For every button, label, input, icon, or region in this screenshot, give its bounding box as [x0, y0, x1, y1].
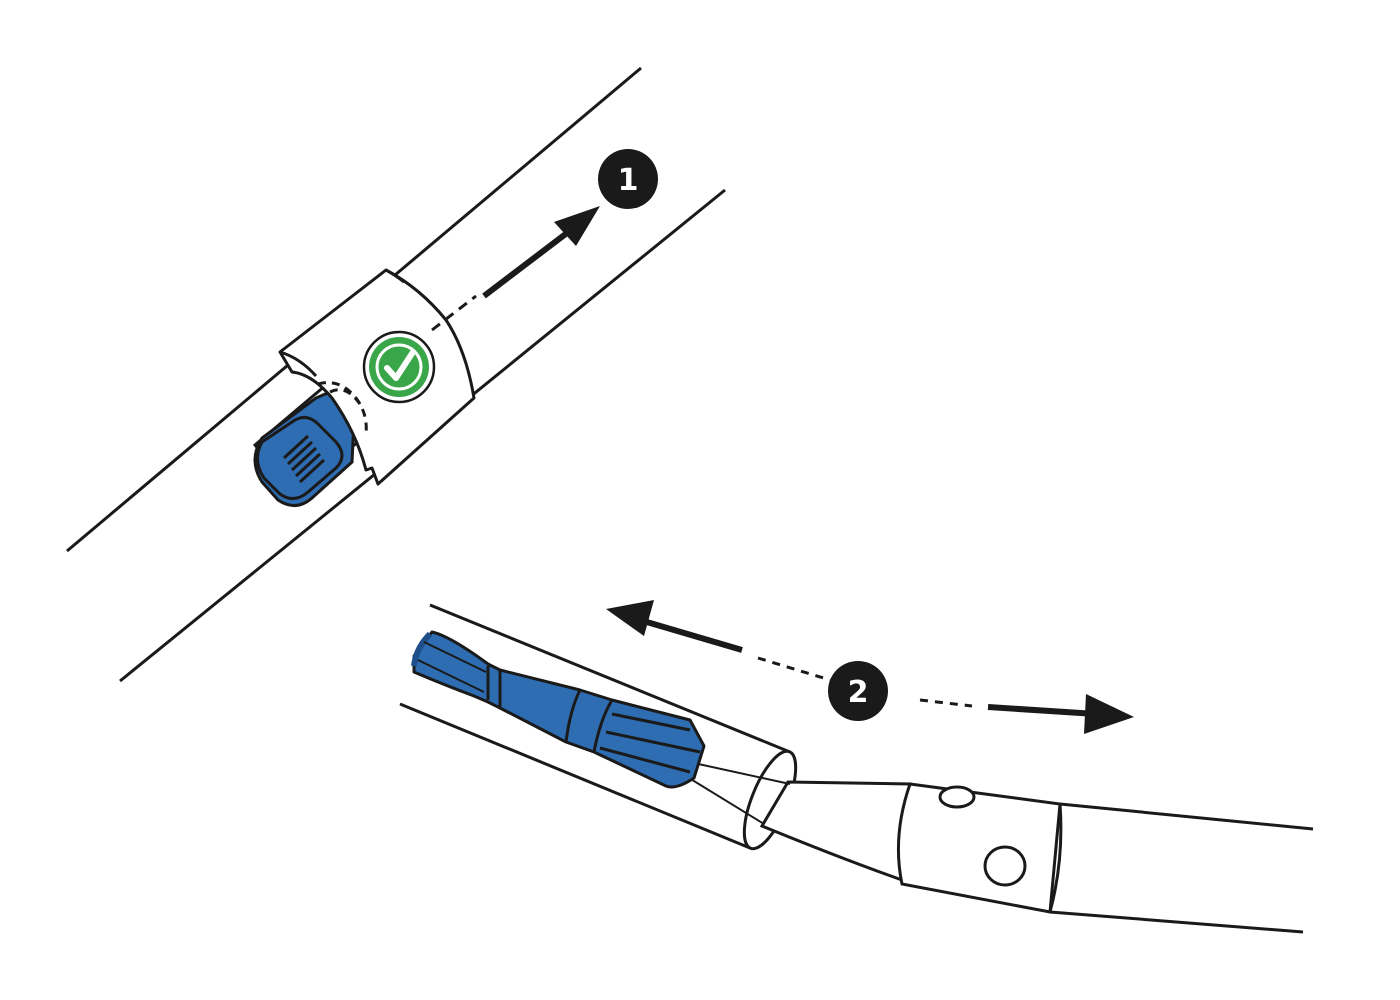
blue-inner-connector — [411, 630, 706, 789]
joint-block — [896, 782, 1063, 914]
upper-pole-assembly: 1 — [66, 66, 726, 683]
step-2-right-arrow-icon — [919, 694, 1134, 734]
step-2-badge: 2 — [828, 661, 888, 721]
step-2-left-arrow-icon — [606, 600, 831, 682]
joint-hole-top — [938, 785, 976, 809]
lower-pole-edge-top — [429, 603, 791, 754]
lower-pole-assembly: 2 — [399, 600, 1314, 934]
step-1-badge: 1 — [598, 149, 658, 209]
step-1-arrow-icon — [482, 206, 600, 299]
button-grip-icon — [282, 434, 326, 484]
joint-hole-side — [983, 845, 1027, 887]
lower-pole-edge-bottom — [399, 702, 751, 850]
tapered-connector — [759, 780, 912, 883]
check-circle-icon — [362, 330, 436, 404]
blue-push-button — [253, 390, 356, 507]
step-1-number: 1 — [618, 163, 639, 198]
step-2-number: 2 — [848, 675, 869, 710]
